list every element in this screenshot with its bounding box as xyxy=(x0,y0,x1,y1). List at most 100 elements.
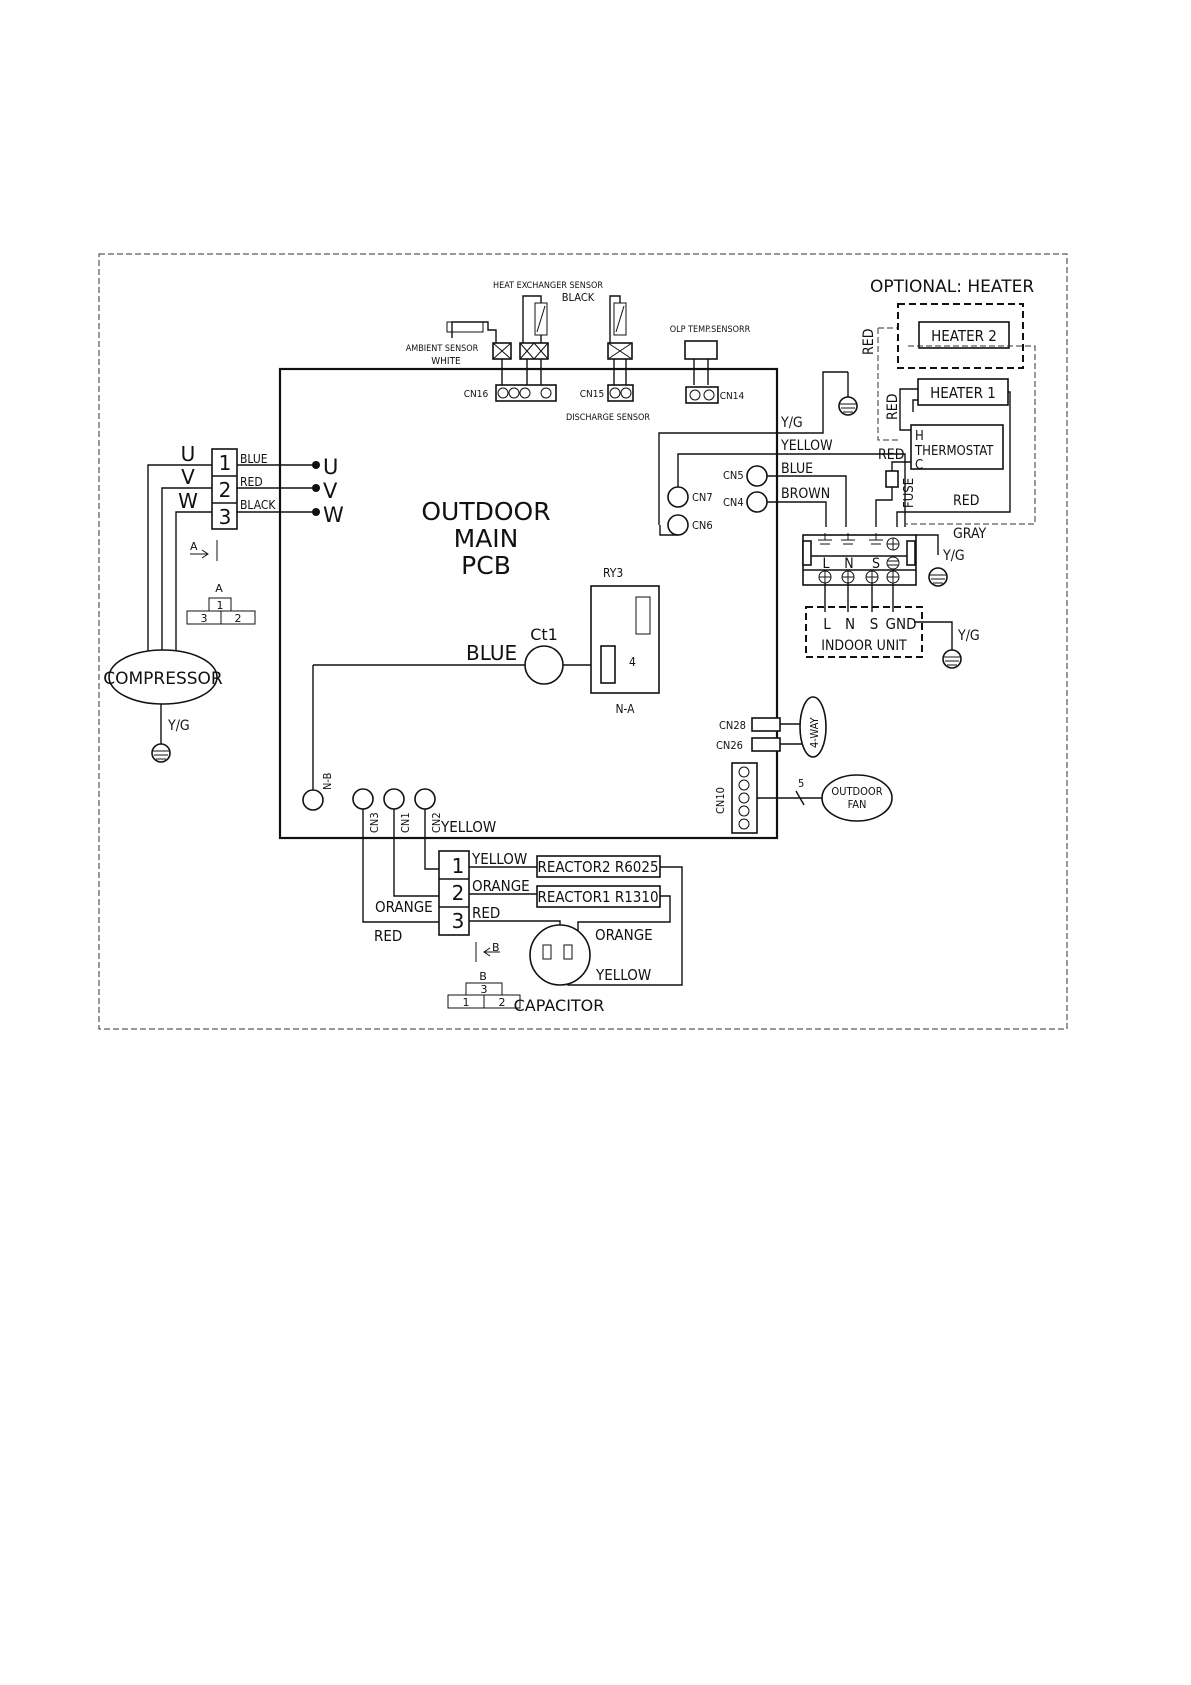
uvw-letter-w: W xyxy=(178,489,198,513)
heater2-red-label: RED xyxy=(861,329,877,355)
discharge-sensor-label: DISCHARGE SENSOR xyxy=(566,413,650,423)
cn2-yellow-label: YELLOW xyxy=(440,818,496,836)
fan-wire xyxy=(757,790,823,806)
ground-icon-top xyxy=(838,396,858,416)
thermostat-h: H xyxy=(915,429,924,444)
compressor-label: COMPRESSOR xyxy=(103,669,223,689)
brown-wire-label: BROWN xyxy=(781,486,830,502)
connector-cn26 xyxy=(751,737,781,752)
uvw-letter-v: V xyxy=(181,465,195,489)
pcb-title-line2: MAIN xyxy=(454,524,519,553)
nb-label: N-B xyxy=(321,772,334,790)
uvw-terminal-2: 2 xyxy=(219,478,232,502)
cn26-label: CN26 xyxy=(716,739,743,752)
cn1-label: CN1 xyxy=(399,812,412,833)
cn7-label: CN7 xyxy=(692,491,713,504)
capacitor xyxy=(529,924,591,986)
reactor-terminal-3: 3 xyxy=(452,909,465,933)
cn2-label: CN2 xyxy=(430,812,443,833)
thermostat xyxy=(910,424,1004,470)
compressor-wire-u xyxy=(147,464,212,662)
connector-cn6 xyxy=(667,514,689,536)
reactor-terminal-1: 1 xyxy=(452,854,465,878)
compressor-yg-label: Y/G xyxy=(167,718,190,734)
indoor-unit-frame xyxy=(805,606,923,658)
terminal-top-l: L xyxy=(822,556,829,572)
connector-cn28 xyxy=(751,717,781,732)
olp-temp-sensor xyxy=(684,340,718,385)
fan-wire-count: 5 xyxy=(798,777,804,790)
gray-wire-label: GRAY xyxy=(953,526,986,542)
uvw-wire-blue: BLUE xyxy=(240,452,268,466)
reactor2-yellow-label: YELLOW xyxy=(471,850,527,868)
yg-wire-top xyxy=(658,371,848,525)
connector-cn10 xyxy=(731,762,758,834)
uvw-terminal-block xyxy=(211,448,238,530)
cn1-orange-label: ORANGE xyxy=(375,898,433,916)
yellow-wire-label: YELLOW xyxy=(780,438,833,454)
ground-icon-bottom xyxy=(942,649,962,669)
blue-wire-n-label: BLUE xyxy=(781,461,813,477)
uvw-wire-red: RED xyxy=(240,475,263,489)
yg-bottom-label: Y/G xyxy=(957,628,980,644)
uvw-terminal-3: 3 xyxy=(219,505,232,529)
view-a-arrow-label: A xyxy=(190,540,198,553)
fuse xyxy=(885,470,899,488)
connector-cn14 xyxy=(685,386,719,404)
relay-na-label: N-A xyxy=(615,702,635,716)
yg-top-label: Y/G xyxy=(780,415,803,431)
indoor-gnd: GND xyxy=(886,615,917,633)
terminal-dot-w xyxy=(312,508,320,516)
view-a-label: A xyxy=(215,582,223,595)
connector-cn7 xyxy=(667,486,689,508)
olp-temp-sensor-label: OLP TEMP.SENSORR xyxy=(670,325,751,335)
outdoor-fan-label-1: OUTDOOR xyxy=(831,785,882,798)
uvw-wires xyxy=(237,464,316,513)
four-way-label: 4-WAY xyxy=(808,716,821,748)
reactor2-label: REACTOR2 R6025 xyxy=(537,858,658,876)
compressor-wire-w xyxy=(175,511,212,662)
heater1-red-wire xyxy=(896,391,1011,527)
orange-return-label: ORANGE xyxy=(595,926,653,944)
nb-terminal xyxy=(302,789,324,811)
uvw-letter-u: U xyxy=(181,442,196,466)
yellow-return-label: YELLOW xyxy=(595,966,651,984)
reactor1-orange-label: ORANGE xyxy=(472,877,530,895)
terminal-label-w: W xyxy=(323,503,344,527)
ground-icon-middle xyxy=(928,567,948,587)
yg-middle-label: Y/G xyxy=(942,548,965,564)
ambient-sensor xyxy=(446,321,497,343)
terminal-label-u: U xyxy=(323,455,338,479)
capacitor-red-label: RED xyxy=(472,904,500,922)
heater2-dashed-wire xyxy=(877,327,1036,525)
thermostat-label: THERMOSTAT xyxy=(914,444,994,459)
cn1-wire xyxy=(393,809,439,897)
uvw-terminal-1: 1 xyxy=(219,451,232,475)
heater2-frame xyxy=(897,303,1024,369)
view-b-top: 3 xyxy=(481,983,488,996)
indoor-s: S xyxy=(870,615,879,633)
heater1-wires xyxy=(899,388,918,431)
diagram-border xyxy=(98,253,1068,1030)
reactor1-orange-return xyxy=(577,895,671,943)
terminal-top-n: N xyxy=(844,556,853,572)
reactor-terminal-2: 2 xyxy=(452,881,465,905)
blue-wire-label: BLUE xyxy=(466,641,517,665)
connector-cn2 xyxy=(414,788,436,810)
ct1-label: Ct1 xyxy=(530,625,558,644)
reactor-terminal-block xyxy=(438,850,470,936)
cn3-red-label: RED xyxy=(374,927,402,945)
thermostat-c: C xyxy=(915,458,923,473)
blue-wire-n xyxy=(767,475,847,527)
terminal-dot-u xyxy=(312,461,320,469)
heat-exchanger-color-label: BLACK xyxy=(562,291,595,304)
connector-cn16 xyxy=(495,384,557,402)
indoor-l: L xyxy=(823,615,831,633)
cn15-label: CN15 xyxy=(580,389,604,400)
connector-cn3 xyxy=(352,788,374,810)
outdoor-main-pcb xyxy=(278,367,779,840)
indoor-leads xyxy=(824,583,894,612)
cn3-label: CN3 xyxy=(368,812,381,833)
relay-ry3-coil xyxy=(600,645,616,684)
